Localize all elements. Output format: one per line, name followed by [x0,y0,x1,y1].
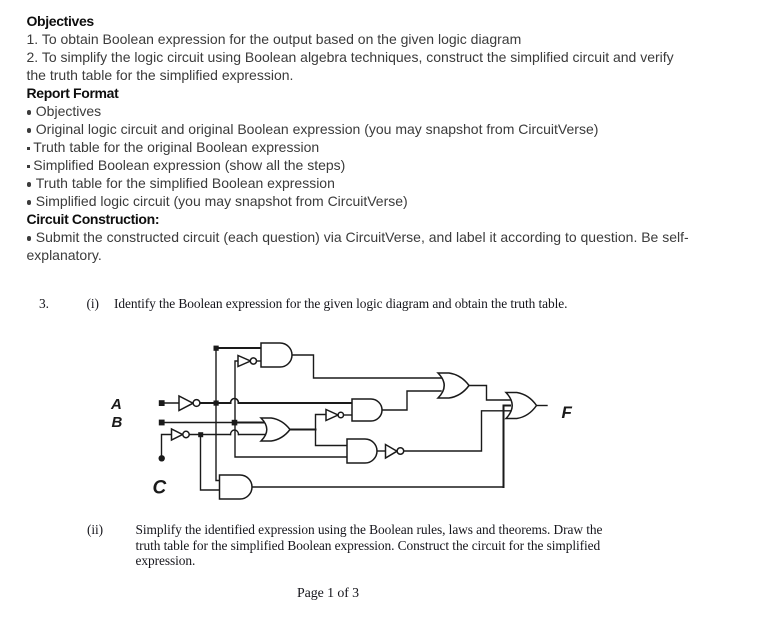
svg-text:F: F [562,403,573,422]
svg-text:A: A [110,396,122,413]
svg-text:B: B [112,414,123,431]
svg-text:C: C [153,478,167,499]
